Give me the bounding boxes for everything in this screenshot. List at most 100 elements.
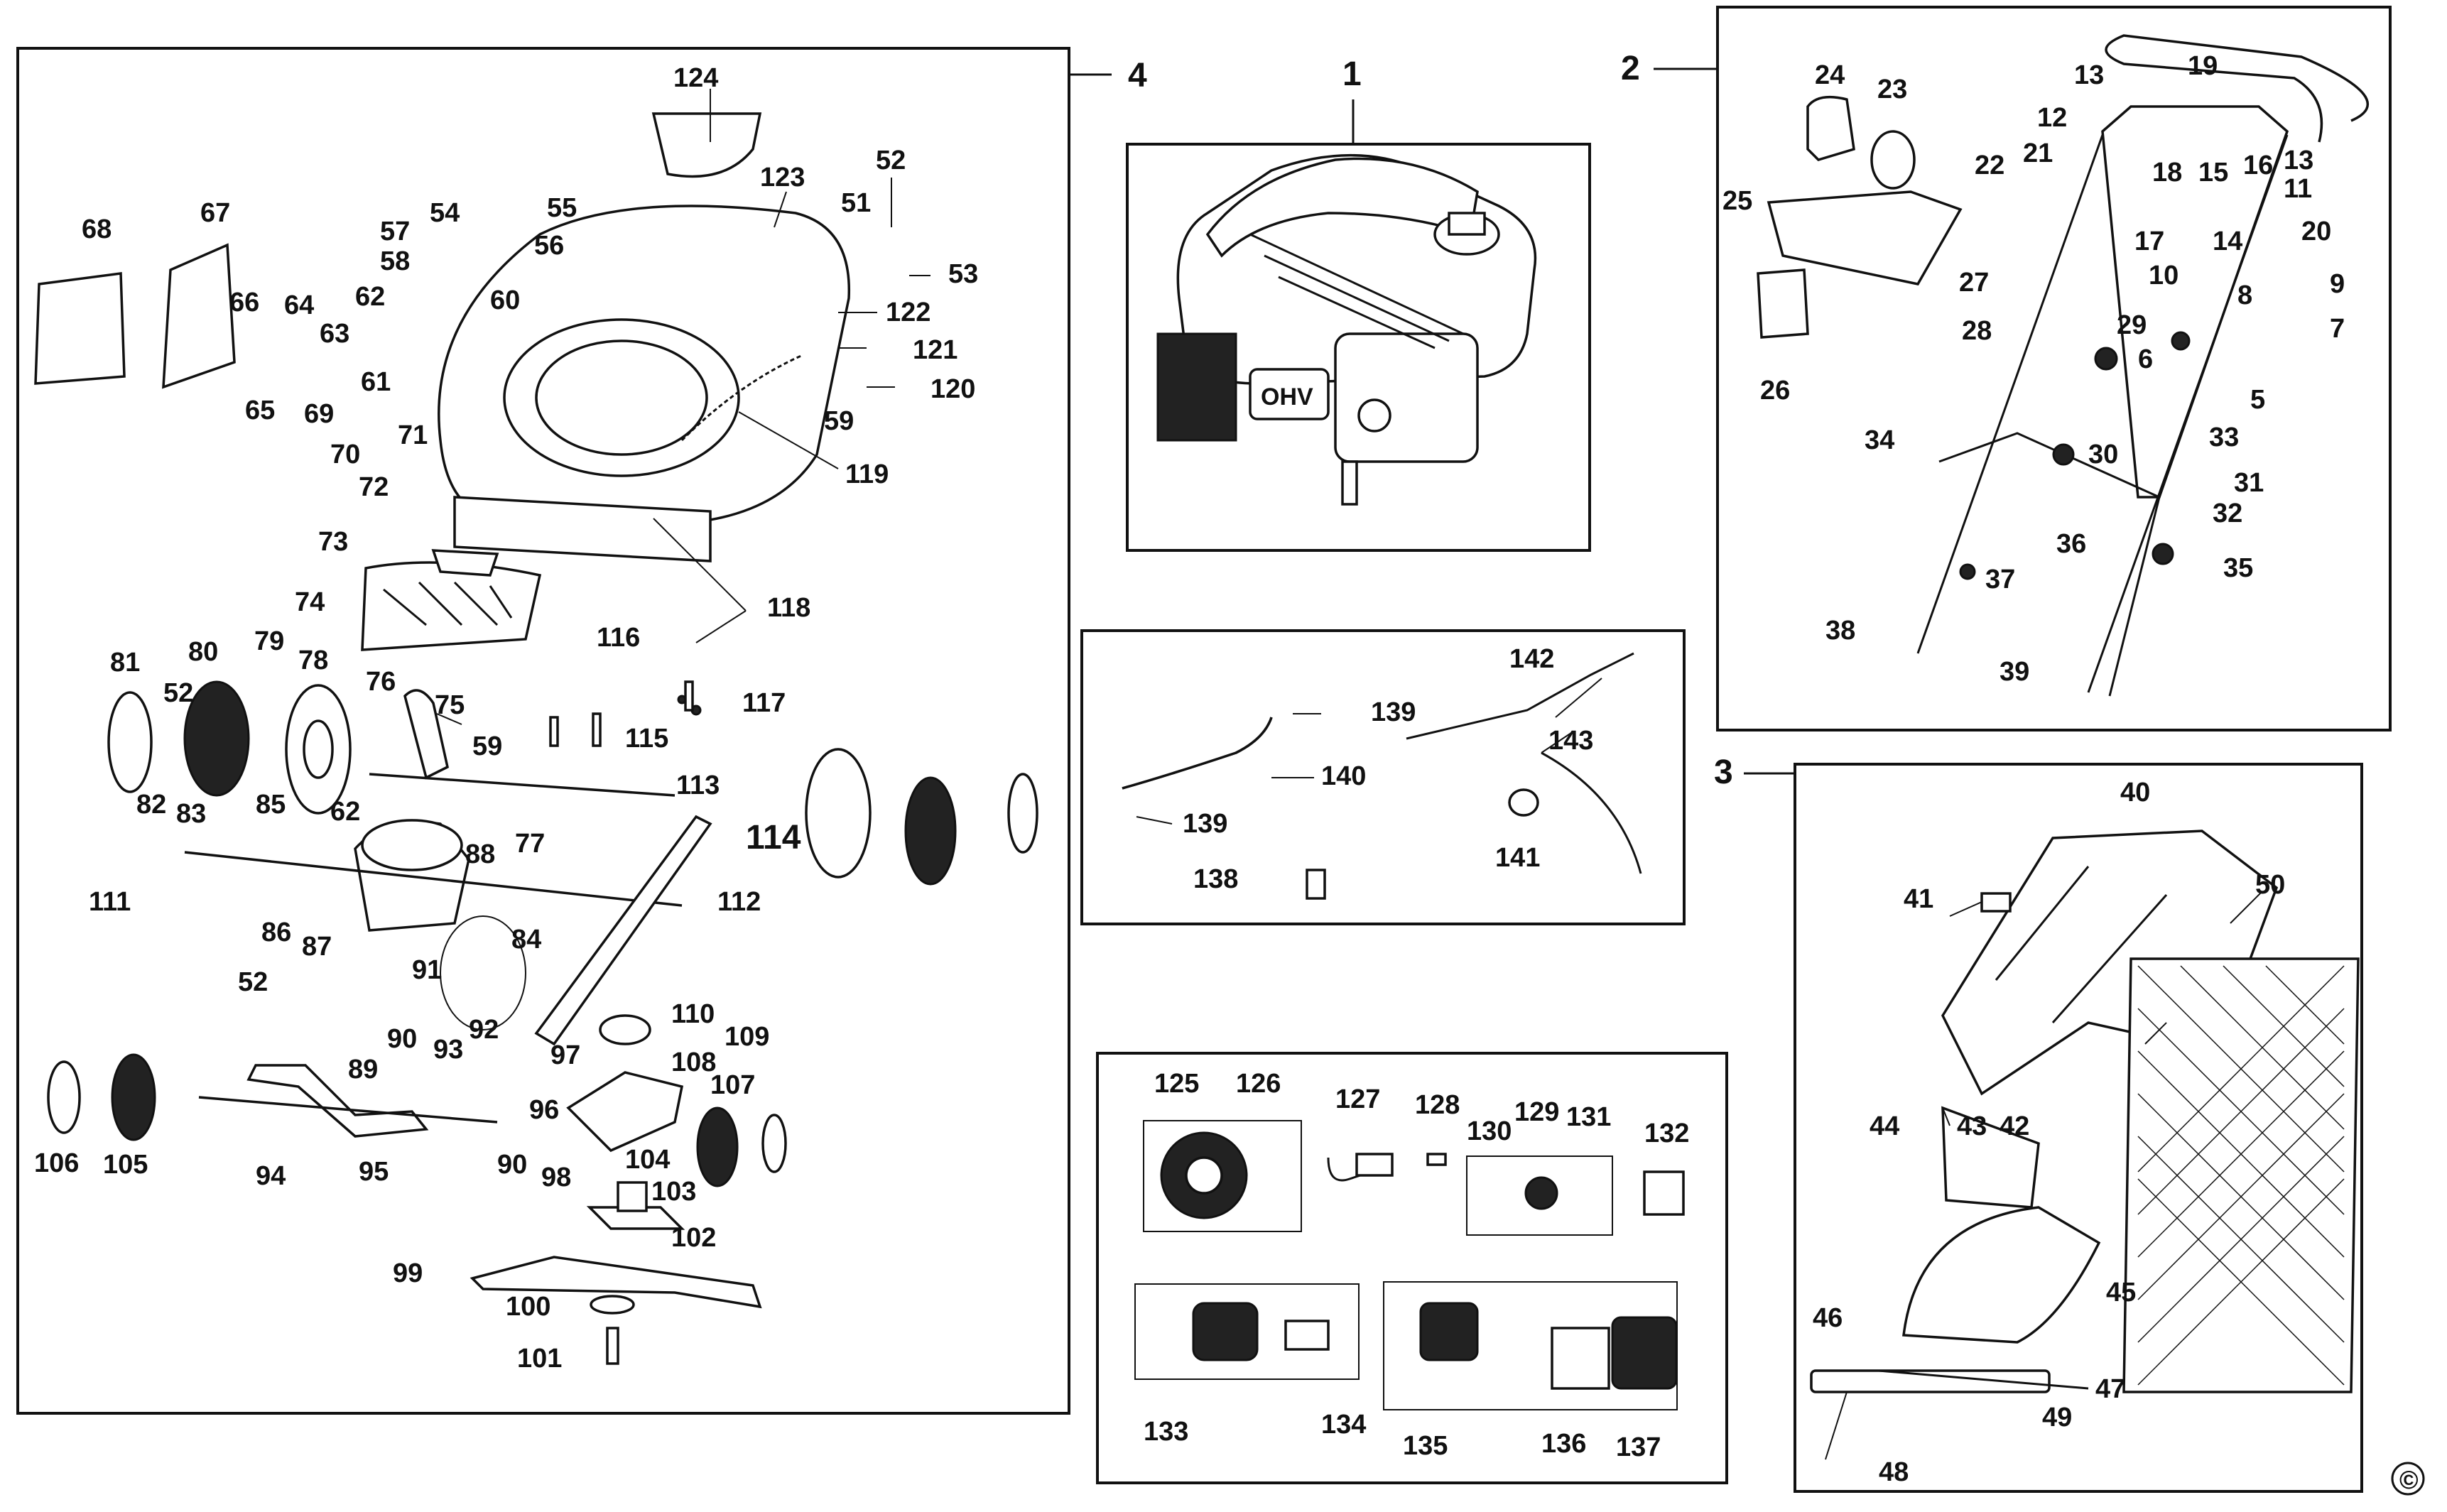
callout-70: 70 (330, 440, 360, 469)
callout-117: 117 (742, 688, 786, 718)
callout-133: 133 (1144, 1417, 1188, 1447)
frame-deck-assembly (16, 47, 1070, 1415)
callout-77: 77 (515, 829, 545, 859)
callout-39: 39 (2000, 657, 2029, 687)
callout-87: 87 (302, 932, 332, 962)
callout-95: 95 (359, 1157, 389, 1187)
callout-34: 34 (1865, 425, 1894, 455)
frame-engine-parts (1096, 1052, 1728, 1484)
callout-19: 19 (2188, 51, 2218, 81)
callout-106: 106 (34, 1148, 79, 1178)
callout-44: 44 (1870, 1111, 1899, 1141)
callout-65: 65 (245, 396, 275, 425)
callout-115: 115 (625, 724, 668, 754)
callout-17: 17 (2134, 227, 2164, 256)
callout-52c: 52 (238, 967, 268, 997)
callout-66: 66 (229, 288, 259, 317)
callout-84: 84 (511, 925, 541, 954)
callout-94: 94 (256, 1161, 286, 1191)
callout-35: 35 (2223, 553, 2253, 583)
callout-50: 50 (2255, 870, 2285, 900)
callout-45: 45 (2106, 1278, 2136, 1307)
callout-57: 57 (380, 217, 410, 246)
callout-137: 137 (1616, 1432, 1661, 1462)
callout-96: 96 (529, 1095, 559, 1125)
frame-handle-assembly (1716, 6, 2392, 731)
callout-5: 5 (2250, 385, 2265, 415)
callout-54: 54 (430, 198, 460, 228)
callout-79: 79 (254, 626, 284, 656)
callout-48: 48 (1879, 1457, 1909, 1487)
callout-11: 11 (2284, 174, 2312, 204)
callout-61: 61 (361, 367, 391, 397)
callout-119: 119 (845, 459, 889, 489)
callout-numbers: 124 123 52 51 53 122 121 120 119 59 54 5… (34, 51, 2345, 1487)
callout-85: 85 (256, 790, 286, 820)
callout-102: 102 (671, 1223, 716, 1253)
callout-138: 138 (1193, 864, 1238, 894)
engine-parts-illustration (1134, 1120, 1685, 1410)
copyright-icon (2391, 1462, 2425, 1496)
callout-120: 120 (930, 374, 975, 404)
callout-56: 56 (534, 231, 564, 261)
callout-136: 136 (1541, 1429, 1586, 1459)
group-label-2: 2 (1621, 50, 1640, 87)
callout-89: 89 (348, 1055, 378, 1084)
callout-14: 14 (2213, 227, 2242, 256)
copyright-symbol: © (2399, 1465, 2419, 1494)
callout-108: 108 (671, 1048, 716, 1077)
callout-129: 129 (1514, 1097, 1559, 1127)
callout-90: 90 (387, 1024, 417, 1054)
callout-73: 73 (318, 527, 348, 557)
callout-104: 104 (625, 1145, 670, 1175)
callout-86: 86 (261, 918, 291, 947)
callout-83: 83 (176, 799, 206, 829)
callout-97: 97 (550, 1040, 580, 1070)
frame-grass-box (1794, 763, 2363, 1493)
callout-131: 131 (1566, 1102, 1611, 1132)
callout-121: 121 (913, 335, 957, 365)
callout-92: 92 (469, 1015, 499, 1045)
callout-47: 47 (2095, 1374, 2125, 1404)
callout-116: 116 (597, 623, 640, 653)
callout-37: 37 (1985, 565, 2015, 594)
callout-27: 27 (1959, 268, 1989, 298)
callout-71: 71 (398, 420, 428, 450)
callout-93: 93 (433, 1035, 463, 1065)
callout-76: 76 (366, 667, 396, 697)
callout-10: 10 (2149, 261, 2179, 290)
callout-64: 64 (284, 290, 314, 320)
callout-80: 80 (188, 637, 218, 667)
callout-38: 38 (1825, 616, 1855, 646)
callout-49: 49 (2042, 1403, 2072, 1432)
callout-60: 60 (490, 285, 520, 315)
callout-74: 74 (295, 587, 325, 617)
callout-114: 114 (746, 819, 801, 856)
callout-118: 118 (767, 593, 810, 623)
callout-62: 62 (355, 282, 385, 312)
callout-125: 125 (1154, 1069, 1199, 1099)
callout-122: 122 (886, 298, 930, 327)
callout-6: 6 (2138, 344, 2153, 374)
callout-101: 101 (517, 1344, 562, 1374)
handle-illustration (1757, 34, 2369, 697)
callout-130: 130 (1467, 1116, 1512, 1146)
callout-81: 81 (110, 648, 140, 678)
callout-124: 124 (673, 63, 718, 93)
callout-16: 16 (2243, 151, 2273, 180)
callout-103: 103 (651, 1177, 696, 1207)
callout-33: 33 (2209, 423, 2239, 452)
callout-63: 63 (320, 319, 349, 349)
callout-69: 69 (304, 399, 334, 429)
callout-107: 107 (710, 1070, 755, 1100)
callout-43: 43 (1957, 1111, 1987, 1141)
callout-23: 23 (1877, 75, 1907, 104)
callout-36: 36 (2056, 529, 2086, 559)
callout-78: 78 (298, 646, 328, 675)
callout-20: 20 (2301, 217, 2331, 246)
callout-52b: 52 (163, 678, 193, 708)
callout-24: 24 (1815, 60, 1845, 90)
callout-55: 55 (547, 193, 577, 223)
callout-127: 127 (1335, 1084, 1380, 1114)
